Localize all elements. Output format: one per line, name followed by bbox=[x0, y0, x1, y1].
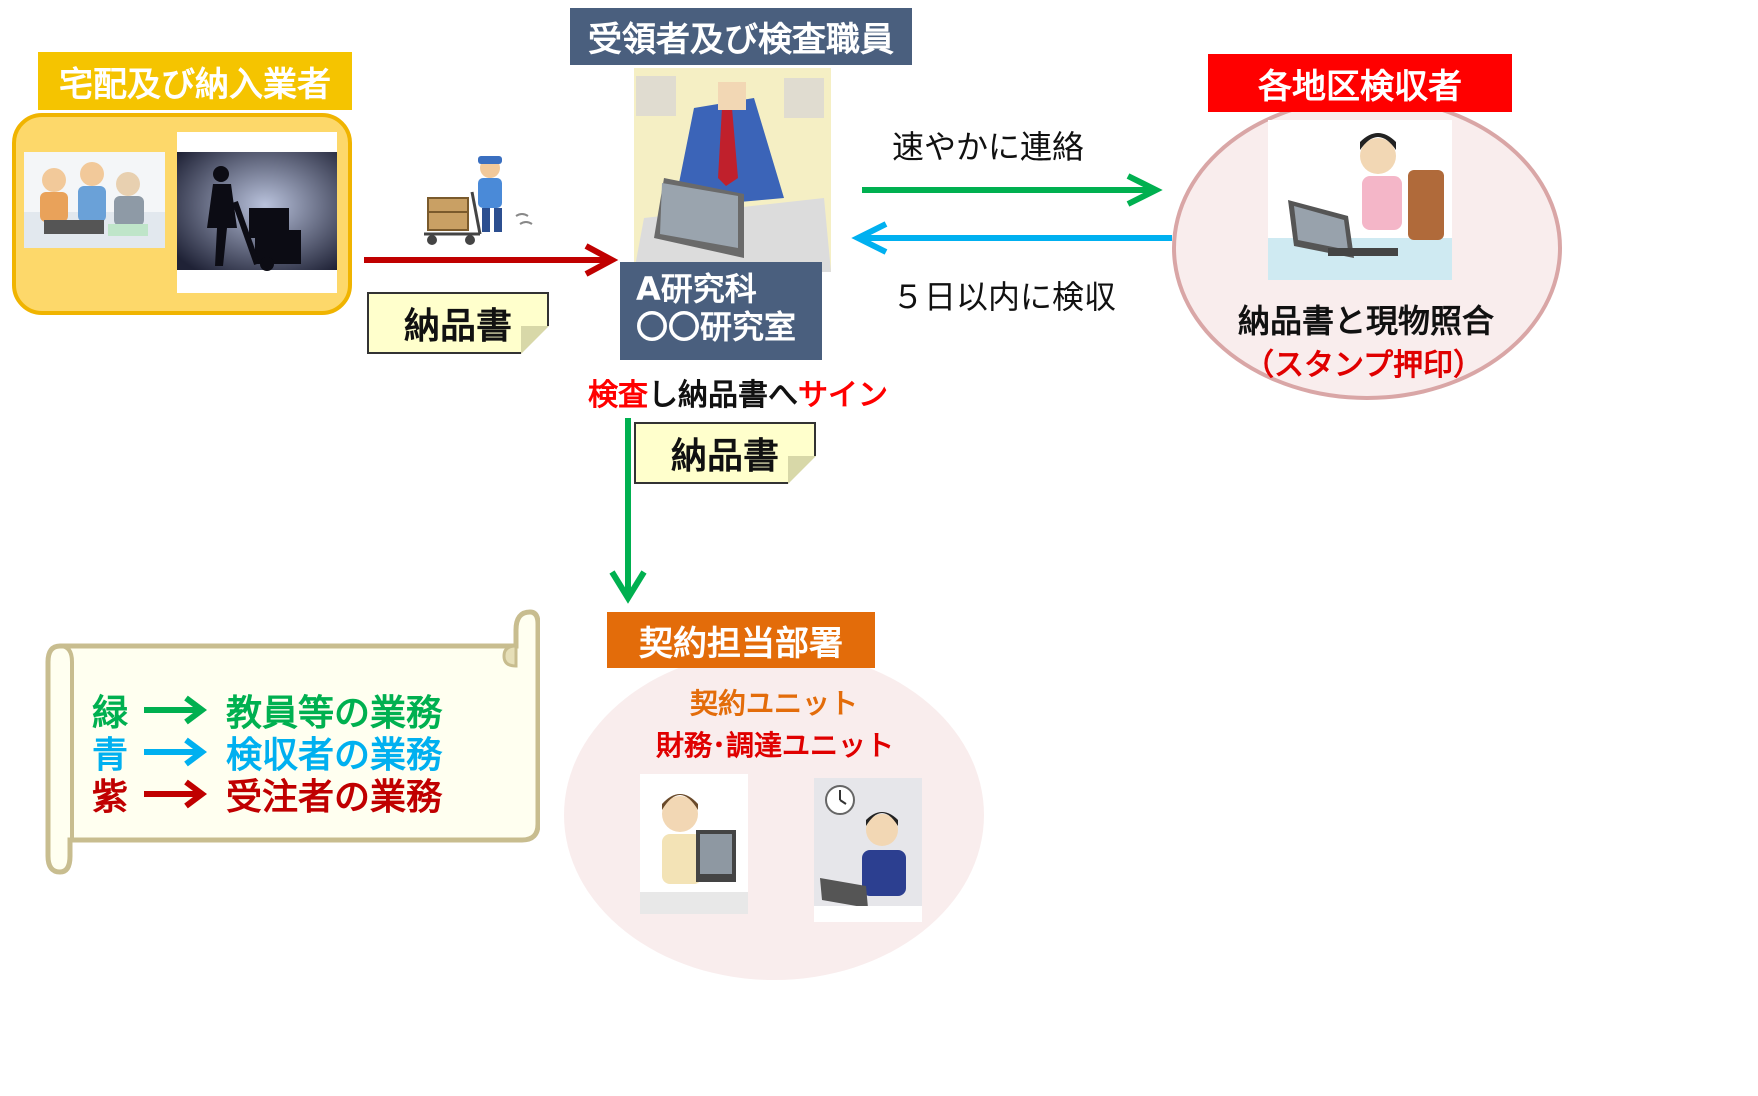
caption-sign: サイン bbox=[798, 378, 888, 413]
invoice-doc-left: 納品書 bbox=[367, 292, 549, 354]
courier-cart-icon bbox=[420, 152, 540, 247]
inspect-sign-caption: 検査し納品書へサイン bbox=[588, 370, 888, 414]
contact-label: 速やかに連絡 bbox=[892, 128, 1085, 166]
inspect-deadline-label: ５日以内に検収 bbox=[892, 278, 1117, 316]
legend-key-blue: 青 bbox=[92, 735, 129, 776]
legend-key-green: 緑 bbox=[92, 693, 129, 734]
lab-room: 〇〇研究室 bbox=[636, 308, 797, 346]
legend-arrow-blue bbox=[144, 737, 207, 767]
contact-arrow bbox=[862, 173, 1163, 207]
legend-label-blue: 検収者の業務 bbox=[226, 735, 443, 776]
inspector-task: 納品書と現物照合 bbox=[1238, 302, 1495, 340]
delivery-silhouette-photo bbox=[177, 132, 337, 293]
legend-row-red: 紫 受注者の業務 bbox=[92, 768, 442, 820]
finance-unit: 財務･調達ユニット bbox=[656, 729, 895, 762]
caption-inspect: 検査 bbox=[588, 378, 648, 413]
lab-department: A研究科 bbox=[636, 270, 757, 308]
delivery-arrow bbox=[364, 243, 619, 277]
inspector-stamp: （スタンプ押印） bbox=[1244, 348, 1484, 383]
inspector-title: 各地区検収者 bbox=[1208, 54, 1512, 112]
inspector-laptop-illustration bbox=[1268, 120, 1452, 280]
legend-arrow-green bbox=[144, 695, 207, 725]
legend-row-blue: 青 検収者の業務 bbox=[92, 726, 442, 778]
contract-staff-man-illustration bbox=[814, 778, 922, 922]
researcher-laptop-illustration bbox=[634, 68, 831, 272]
inspect-return-arrow bbox=[851, 221, 1172, 255]
caption-invoice: し納品書へ bbox=[648, 378, 798, 413]
contract-unit: 契約ユニット bbox=[690, 687, 859, 720]
lab-label: A研究科 〇〇研究室 bbox=[620, 262, 822, 360]
invoice-doc-center: 納品書 bbox=[634, 422, 816, 484]
forward-to-contract-arrow bbox=[609, 418, 647, 604]
contract-staff-woman-illustration bbox=[640, 774, 748, 914]
vendor-meeting-illustration bbox=[24, 152, 165, 248]
contract-title: 契約担当部署 bbox=[607, 612, 875, 668]
legend-key-red: 紫 bbox=[92, 777, 129, 818]
legend-label-red: 受注者の業務 bbox=[226, 777, 443, 818]
legend-row-green: 緑 教員等の業務 bbox=[92, 684, 442, 736]
vendor-title: 宅配及び納入業者 bbox=[38, 52, 352, 110]
legend-label-green: 教員等の業務 bbox=[226, 693, 443, 734]
legend-scroll bbox=[45, 609, 540, 875]
legend-arrow-red bbox=[144, 779, 207, 809]
receiver-title: 受領者及び検査職員 bbox=[570, 8, 912, 65]
